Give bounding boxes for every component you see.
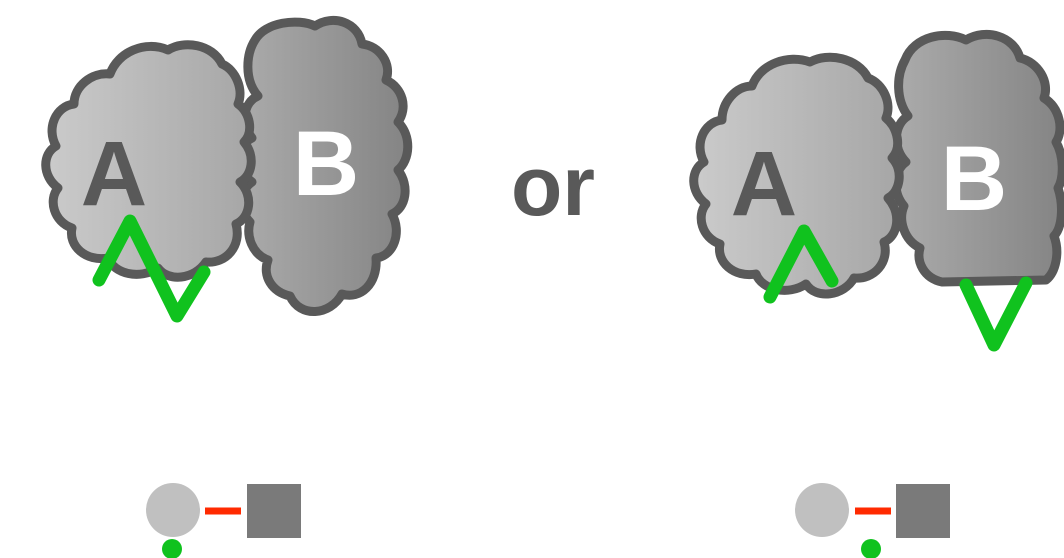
- right-binding-site-b: [959, 276, 1033, 352]
- right-option: A B: [689, 29, 1064, 352]
- right-glyph-circle-a: [795, 483, 849, 537]
- right-glyph-square-b: [896, 484, 950, 538]
- left-glyph-circle-a: [146, 483, 200, 537]
- right-cloud-a-label: A: [731, 133, 797, 235]
- left-cloud-a: [41, 40, 256, 282]
- left-cloud-b-label: B: [293, 113, 359, 215]
- right-cloud-a: [689, 52, 904, 299]
- left-glyph-square-b: [247, 484, 301, 538]
- right-glyph-binding-dot: [861, 539, 881, 558]
- left-glyph: [146, 483, 301, 558]
- right-glyph: [795, 483, 950, 558]
- right-cloud-b: [891, 29, 1064, 287]
- right-binding-site-a: [763, 224, 839, 304]
- right-cloud-b-label: B: [941, 128, 1007, 230]
- or-connector-label: or: [511, 139, 595, 233]
- left-cloud-a-label: A: [81, 123, 147, 225]
- left-option: A B: [41, 15, 413, 323]
- left-glyph-binding-dot: [162, 539, 182, 558]
- left-binding-site-a: [92, 214, 211, 323]
